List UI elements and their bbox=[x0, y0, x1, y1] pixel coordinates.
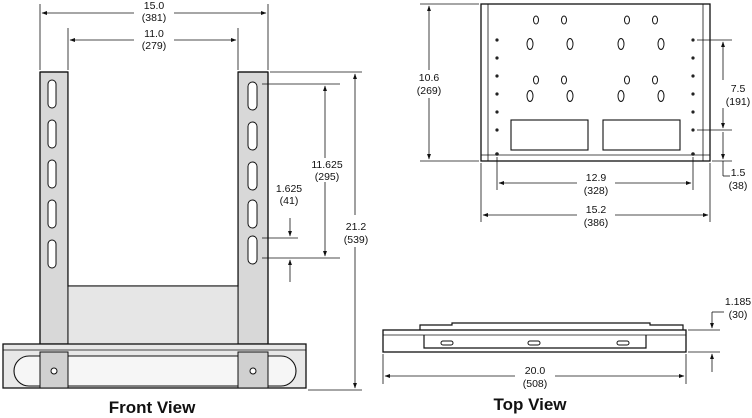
top-view-caption: Top View bbox=[493, 395, 567, 414]
dim-overall-width: 15.0 (381) bbox=[39, 0, 269, 70]
dim-depth-mm: (269) bbox=[417, 85, 442, 97]
left-slots bbox=[47, 79, 57, 269]
top-view: 10.6 (269) 7.5 (191) 1.5 (38) 12 bbox=[411, 3, 752, 229]
side-view: 20.0 (508) 1.185 (30) Top View bbox=[382, 296, 751, 414]
dim-inner-width: 11.0 (279) bbox=[67, 28, 239, 70]
front-view: 15.0 (381) 11.0 (279) 11.625 (295) 1.62 bbox=[2, 0, 374, 417]
dim-overall-height: 21.2 (539) bbox=[270, 71, 374, 391]
dim-inner-span: 12.9 (328) bbox=[496, 157, 694, 197]
front-view-caption: Front View bbox=[109, 398, 196, 417]
dim-inner-span-value: 12.9 bbox=[586, 172, 607, 184]
dim-slot-offset-value: 1.625 bbox=[276, 183, 302, 195]
right-cutout bbox=[602, 119, 681, 151]
dim-hole-spacing: 7.5 (191) bbox=[697, 39, 752, 131]
right-edge-holes bbox=[691, 38, 695, 156]
mounting-holes bbox=[526, 15, 665, 102]
dim-hole-spacing-value: 7.5 bbox=[731, 83, 746, 95]
dim-slot-offset: 1.625 (41) bbox=[262, 183, 302, 282]
dim-slot-span-value: 11.625 bbox=[311, 159, 342, 171]
dim-overall-height-value: 21.2 bbox=[346, 221, 367, 233]
left-edge-holes bbox=[495, 38, 499, 156]
dim-outer-span-mm: (386) bbox=[584, 217, 609, 229]
dim-base-height-mm: (30) bbox=[729, 309, 748, 321]
dim-outer-span: 15.2 (386) bbox=[480, 163, 711, 229]
dim-depth-value: 10.6 bbox=[419, 72, 440, 84]
dim-inner-span-mm: (328) bbox=[584, 185, 609, 197]
dim-inner-width-value: 11.0 bbox=[144, 28, 164, 40]
dim-edge-offset-mm: (38) bbox=[729, 180, 748, 192]
dim-hole-spacing-mm: (191) bbox=[726, 96, 751, 108]
dim-edge-offset-value: 1.5 bbox=[731, 167, 746, 179]
dim-overall-height-mm: (539) bbox=[344, 234, 369, 246]
dim-overall-width-value: 15.0 bbox=[144, 0, 165, 12]
dim-edge-offset: 1.5 (38) bbox=[712, 132, 747, 192]
dim-base-height-value: 1.185 bbox=[725, 296, 751, 308]
dim-base-length-mm: (508) bbox=[523, 378, 548, 390]
dim-outer-span-value: 15.2 bbox=[586, 204, 607, 216]
dim-inner-width-mm: (279) bbox=[142, 40, 167, 52]
dim-depth: 10.6 (269) bbox=[411, 3, 479, 162]
front-base bbox=[2, 343, 307, 389]
right-slots bbox=[247, 81, 258, 265]
dim-overall-width-mm: (381) bbox=[142, 12, 167, 24]
dim-slot-span: 11.625 (295) bbox=[262, 83, 346, 259]
dim-base-length: 20.0 (508) bbox=[382, 354, 687, 390]
dim-base-height: 1.185 (30) bbox=[688, 296, 751, 372]
dim-slot-offset-mm: (41) bbox=[280, 195, 299, 207]
dim-slot-span-mm: (295) bbox=[315, 171, 340, 183]
left-cutout bbox=[510, 119, 589, 151]
dim-base-length-value: 20.0 bbox=[525, 365, 546, 377]
